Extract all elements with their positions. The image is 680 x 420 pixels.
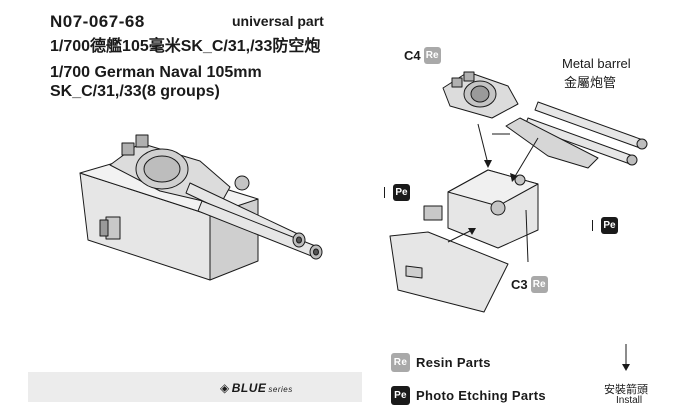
brand-bar bbox=[28, 372, 362, 402]
title-chinese: 1/700德艦105毫米SK_C/31,/33防空炮 bbox=[50, 38, 321, 55]
install-label-en: Install bbox=[616, 395, 643, 406]
legend-pe-label: Photo Etching Parts bbox=[416, 388, 546, 403]
callout-pe-right-badge: Pe bbox=[601, 217, 618, 234]
callout-c3: C3 Re bbox=[511, 276, 548, 293]
brand-suffix: series bbox=[268, 385, 293, 394]
metal-barrel-label-cn: 金屬炮管 bbox=[564, 75, 617, 90]
title-english-line1: 1/700 German Naval 105mm bbox=[50, 64, 262, 81]
brand-diamond-icon: ◈ bbox=[220, 381, 230, 395]
legend-resin-label: Resin Parts bbox=[416, 355, 491, 370]
install-label-cn: 安裝箭頭 bbox=[604, 384, 648, 396]
twin-barrels bbox=[185, 182, 323, 260]
exploded-assembly-illustration bbox=[389, 71, 648, 313]
callout-pe-right: Pe bbox=[592, 217, 618, 234]
legend-resin: Re Resin Parts bbox=[391, 353, 491, 372]
callout-pe-left-badge: Pe bbox=[393, 184, 410, 201]
callout-bar bbox=[384, 187, 385, 198]
title-english-line2: SK_C/31,/33(8 groups) bbox=[50, 83, 220, 100]
legend-pe: Pe Photo Etching Parts bbox=[391, 386, 546, 405]
legend-resin-badge: Re bbox=[391, 353, 410, 372]
callout-c3-code: C3 bbox=[511, 277, 528, 292]
callout-c4: C4 Re bbox=[404, 47, 441, 64]
callout-pe-left: Pe bbox=[384, 184, 410, 201]
part-pe-right-shield bbox=[505, 117, 599, 169]
callout-bar bbox=[592, 220, 593, 231]
callout-c3-resin-badge: Re bbox=[530, 276, 548, 293]
part-number: N07-067-68 bbox=[50, 12, 145, 31]
part-c4-cradle bbox=[442, 71, 519, 119]
metal-barrel-label-en: Metal barrel bbox=[562, 56, 631, 71]
brand-logo: ◈ BLUE series bbox=[220, 381, 293, 395]
metal-barrels bbox=[524, 101, 648, 166]
legend-pe-badge: Pe bbox=[391, 386, 410, 405]
callout-c4-resin-badge: Re bbox=[423, 47, 441, 64]
callout-c4-code: C4 bbox=[404, 48, 421, 63]
part-c3-base bbox=[423, 169, 539, 249]
brand-name: BLUE bbox=[231, 381, 267, 395]
part-pe-left-shield bbox=[389, 231, 509, 313]
universal-tag: universal part bbox=[232, 13, 324, 29]
install-arrow-icon bbox=[622, 344, 630, 371]
assembled-gun-mount-illustration bbox=[79, 134, 323, 281]
